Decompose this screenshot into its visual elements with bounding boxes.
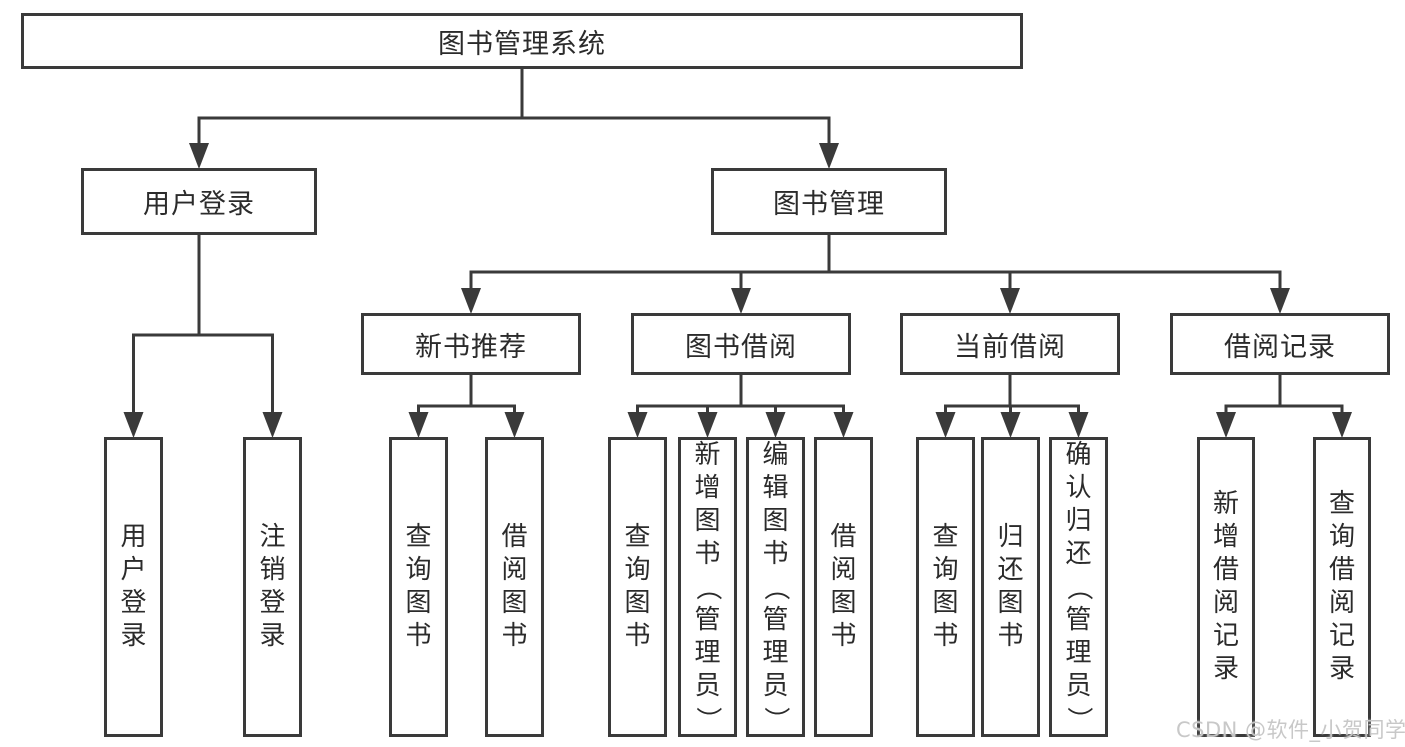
diagram-node-current-return-books: 归还图书 [981, 437, 1040, 737]
diagram-node-records-query: 查询借阅记录 [1313, 437, 1371, 737]
arrowhead-icon [935, 412, 956, 438]
arrowhead-icon [833, 412, 854, 438]
diagram-node-current-borrow: 当前借阅 [900, 313, 1120, 375]
arrowhead-icon [1068, 412, 1089, 438]
arrowhead-icon [819, 143, 839, 169]
arrowhead-icon [765, 412, 786, 438]
diagram-node-book-mgmt: 图书管理 [711, 168, 947, 235]
node-label-vertical: 编辑图书（管理员） [760, 439, 791, 733]
diagram-node-borrow-edit-books: 编辑图书（管理员） [746, 437, 805, 737]
arrowhead-icon [189, 143, 209, 169]
node-label-vertical: 查询图书 [405, 522, 432, 651]
diagram-node-book-borrow: 图书借阅 [631, 313, 851, 375]
arrowhead-icon [1000, 412, 1021, 438]
node-label: 新书推荐 [415, 331, 527, 363]
diagram-node-current-query-books: 查询图书 [916, 437, 975, 737]
diagram-node-records-add: 新增借阅记录 [1197, 437, 1255, 737]
arrowhead-icon [504, 412, 525, 438]
node-label-vertical: 新增图书（管理员） [692, 439, 723, 733]
arrowhead-icon [627, 412, 648, 438]
node-label-vertical: 查询图书 [624, 522, 651, 651]
diagram-node-borrow-borrow-books: 借阅图书 [814, 437, 873, 737]
arrowhead-icon [408, 412, 429, 438]
node-label: 图书借阅 [685, 331, 797, 363]
diagram-node-new-book-rec: 新书推荐 [361, 313, 581, 375]
arrowhead-icon [1000, 288, 1020, 314]
arrowhead-icon [1216, 412, 1236, 438]
node-label-vertical: 借阅图书 [830, 522, 857, 651]
diagram-node-logout-action: 注销登录 [243, 437, 302, 737]
diagram-node-borrow-query-books: 查询图书 [608, 437, 667, 737]
node-label-vertical: 确认归还（管理员） [1063, 439, 1094, 733]
node-label-vertical: 查询借阅记录 [1328, 489, 1355, 684]
diagram-node-borrow-add-books: 新增图书（管理员） [678, 437, 737, 737]
diagram-node-rec-query-books: 查询图书 [389, 437, 448, 737]
diagram-node-current-confirm-return: 确认归还（管理员） [1049, 437, 1108, 737]
node-label-vertical: 归还图书 [997, 522, 1024, 651]
node-label: 图书管理系统 [438, 28, 606, 60]
node-label: 当前借阅 [954, 331, 1066, 363]
node-label-vertical: 新增借阅记录 [1212, 489, 1239, 684]
diagram-node-root: 图书管理系统 [21, 13, 1023, 69]
node-label-vertical: 借阅图书 [501, 522, 528, 651]
arrowhead-icon [731, 288, 751, 314]
arrowhead-icon [1270, 288, 1290, 314]
node-label-vertical: 查询图书 [932, 522, 959, 651]
node-label: 图书管理 [773, 189, 885, 220]
arrowhead-icon [1332, 412, 1352, 438]
node-label: 借阅记录 [1224, 331, 1336, 363]
diagram-node-user-login: 用户登录 [81, 168, 317, 235]
arrowhead-icon [697, 412, 718, 438]
node-label-vertical: 注销登录 [259, 522, 286, 651]
arrowhead-icon [262, 412, 283, 438]
node-label-vertical: 用户登录 [120, 522, 147, 651]
arrowhead-icon [461, 288, 481, 314]
node-label: 用户登录 [143, 189, 255, 220]
csdn-watermark: CSDN @软件_小贺同学 [1176, 718, 1405, 742]
diagram-node-rec-borrow-books: 借阅图书 [485, 437, 544, 737]
diagram-node-user-login-action: 用户登录 [104, 437, 163, 737]
arrowhead-icon [123, 412, 144, 438]
diagram-node-borrow-records: 借阅记录 [1170, 313, 1390, 375]
